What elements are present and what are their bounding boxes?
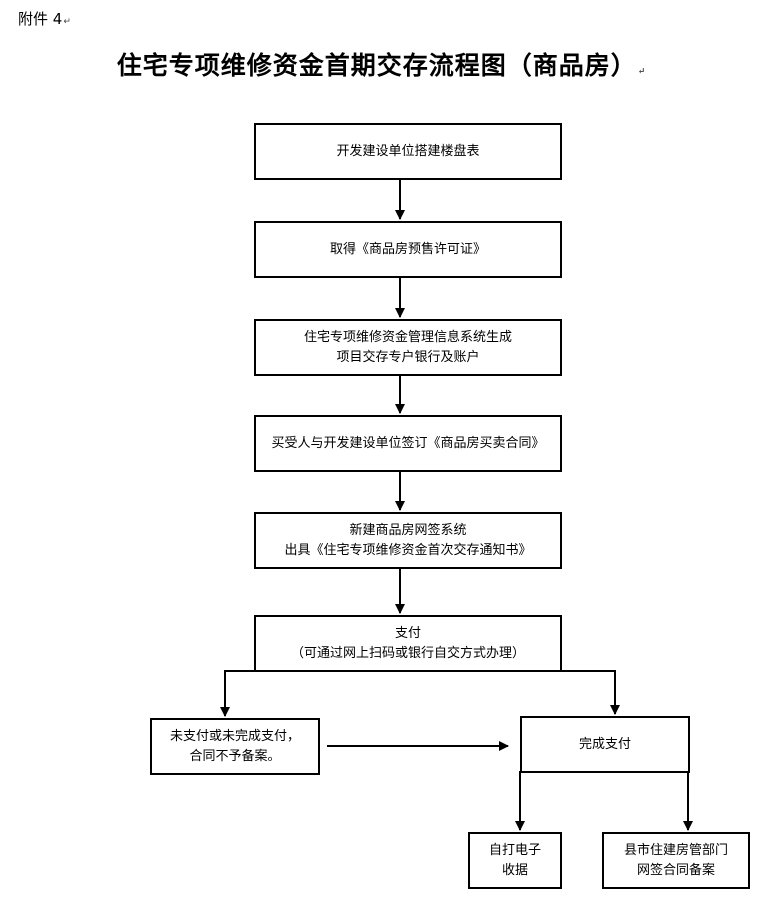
- node-unpaid-not-filed: 未支付或未完成支付， 合同不予备案。: [150, 718, 320, 775]
- arrow-6-paid: [560, 670, 620, 715]
- attachment-label: 附件 4↵: [18, 10, 71, 28]
- step-system-generate-account: 住宅专项维修资金管理信息系统生成 项目交存专户银行及账户: [254, 319, 562, 376]
- step-obtain-presale-permit: 取得《商品房预售许可证》: [254, 221, 562, 278]
- step-payment: 支付 （可通过网上扫码或银行自交方式办理）: [254, 615, 562, 672]
- node-contract-filing: 县市住建房管部门 网签合同备案: [602, 832, 750, 889]
- arrow-6-unpaid: [220, 670, 255, 717]
- node-self-print-receipt: 自打电子 收据: [468, 832, 562, 889]
- step-issue-deposit-notice: 新建商品房网签系统 出具《住宅专项维修资金首次交存通知书》: [254, 512, 562, 569]
- step-build-property-table: 开发建设单位搭建楼盘表: [254, 123, 562, 180]
- node-payment-complete: 完成支付: [520, 716, 690, 773]
- step-sign-sales-contract: 买受人与开发建设单位签订《商品房买卖合同》: [254, 415, 562, 472]
- page-title: 住宅专项维修资金首期交存流程图（商品房）↵: [116, 51, 647, 80]
